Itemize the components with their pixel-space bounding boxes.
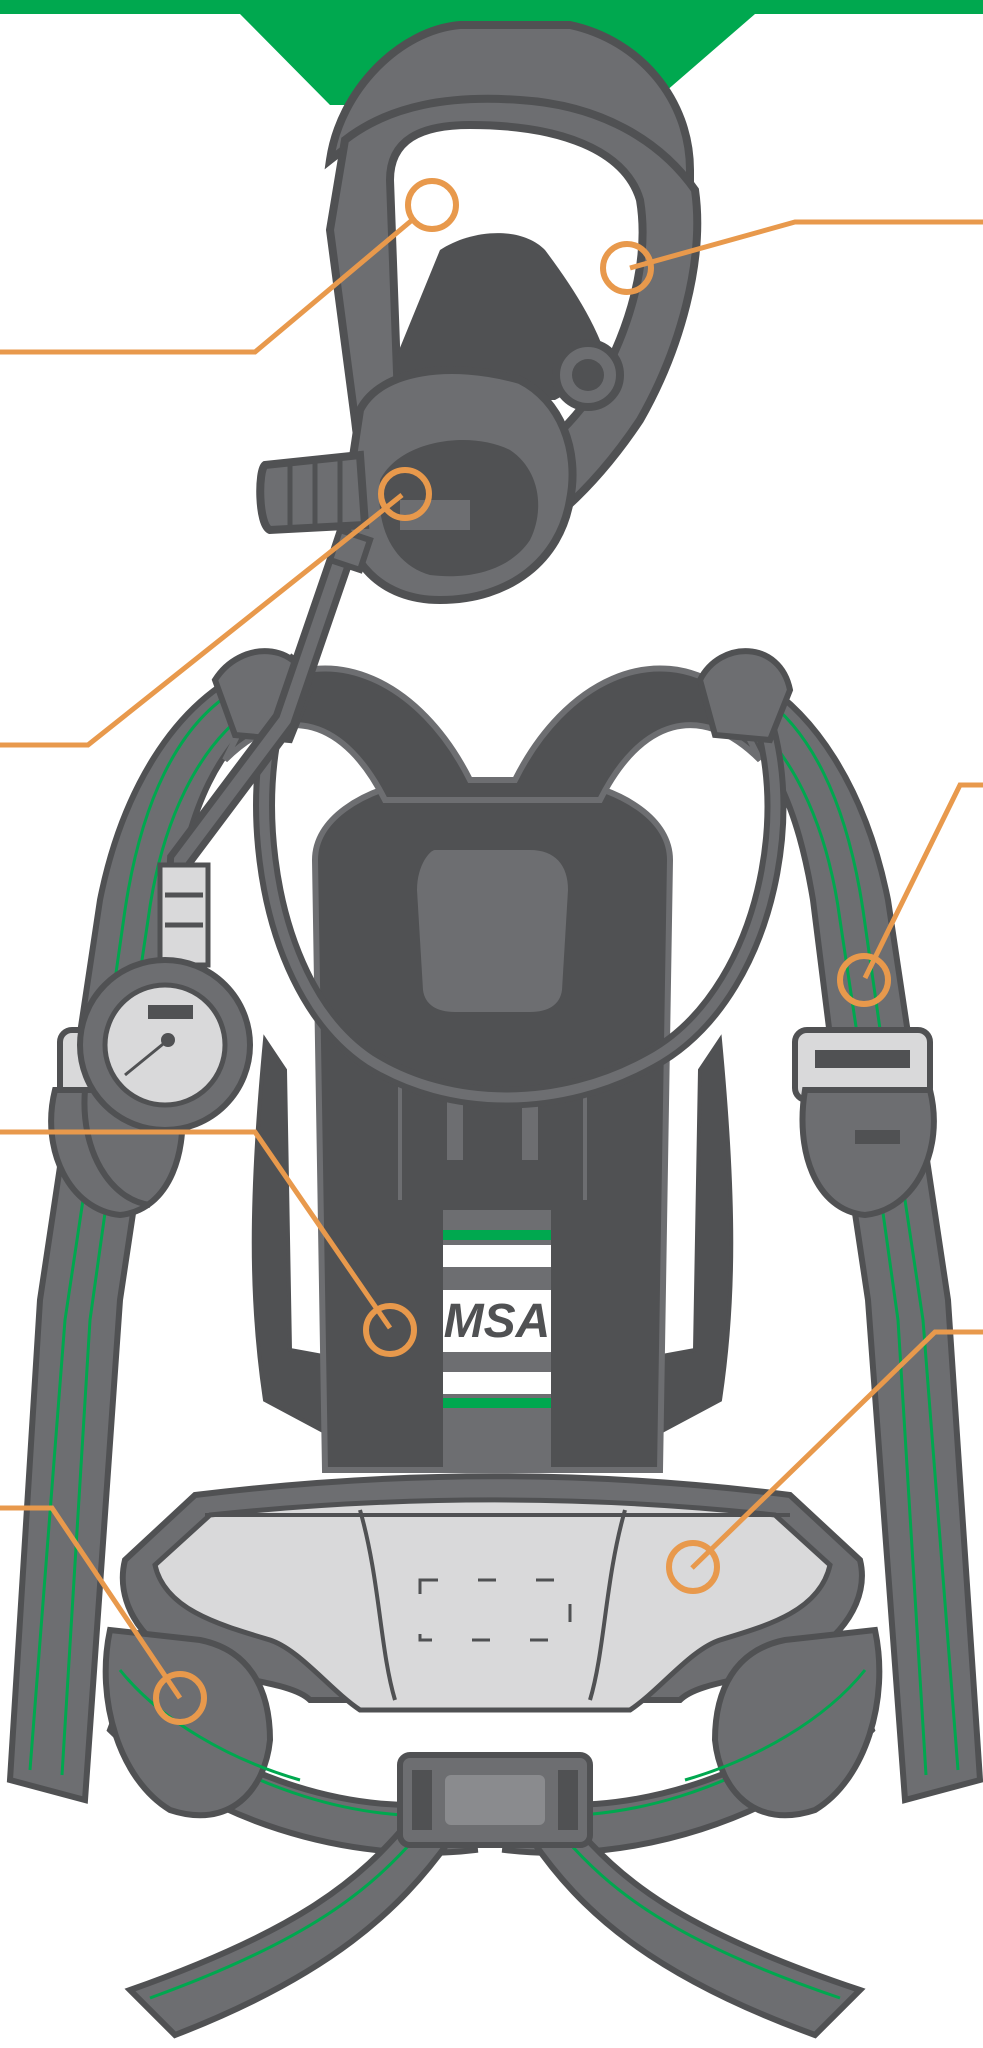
- msa-logo: MSA: [444, 1295, 551, 1348]
- backplate: MSA: [225, 668, 760, 1470]
- mask-lens-ring-marker-icon: [408, 181, 456, 229]
- facepiece-mask: [260, 25, 697, 600]
